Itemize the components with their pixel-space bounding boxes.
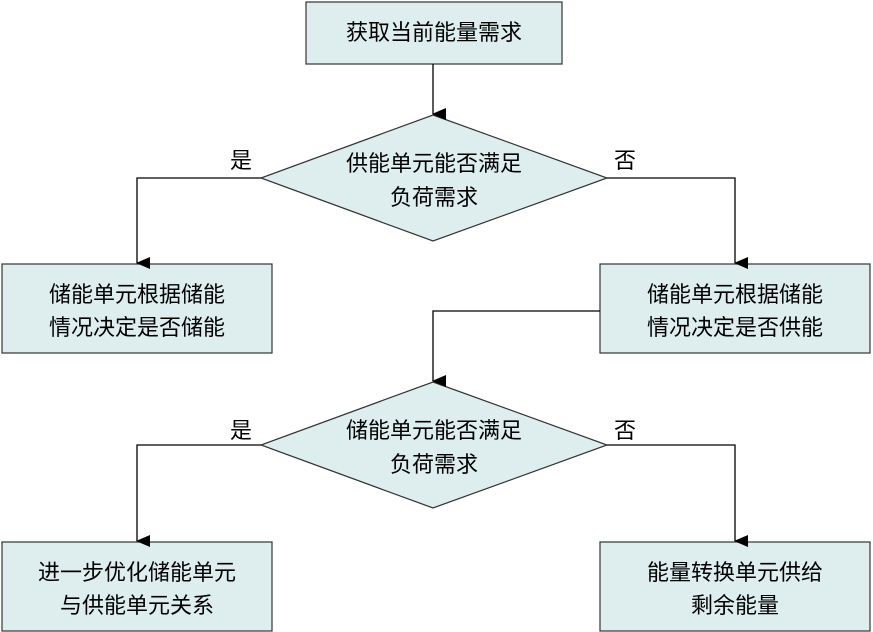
edge-decision1-yes <box>136 177 261 269</box>
node-conversion-supply-line2: 剩余能量 <box>691 594 779 619</box>
decision-supply-meets-load-line2: 负荷需求 <box>390 186 478 211</box>
node-conversion-supply-line1: 能量转换单元供给 <box>647 561 823 586</box>
node-storage-decide-store-line2: 情况决定是否储能 <box>49 316 225 341</box>
branch-label-d1-no: 否 <box>614 149 636 174</box>
branch-label-d2-yes: 是 <box>230 419 252 444</box>
node-storage-decide-supply-line2: 情况决定是否供能 <box>647 316 823 341</box>
edge-decision1-no <box>607 177 748 269</box>
decision-supply-meets-load-line1: 供能单元能否满足 <box>346 152 522 177</box>
node-storage-decide-supply: 储能单元根据储能 情况决定是否供能 <box>599 263 871 354</box>
node-storage-decide-supply-line1: 储能单元根据储能 <box>647 283 823 308</box>
node-conversion-supply: 能量转换单元供给 剩余能量 <box>599 541 871 632</box>
node-optimize-relationship-line1: 进一步优化储能单元 <box>38 561 236 586</box>
branch-label-d1-yes: 是 <box>230 149 252 174</box>
decision-supply-meets-load: 供能单元能否满足 负荷需求 <box>259 114 609 242</box>
decision-storage-meets-load: 储能单元能否满足 负荷需求 <box>259 381 609 509</box>
edge-decision2-no <box>607 444 748 547</box>
node-get-energy-demand-label: 获取当前能量需求 <box>346 21 522 46</box>
node-optimize-relationship-line2: 与供能单元关系 <box>60 594 214 619</box>
edge-decision2-yes <box>136 444 261 547</box>
node-optimize-relationship: 进一步优化储能单元 与供能单元关系 <box>1 541 273 632</box>
decision-storage-meets-load-line2: 负荷需求 <box>390 453 478 478</box>
edge-supply-decide-to-decision2 <box>432 310 600 387</box>
decision-storage-meets-load-line1: 储能单元能否满足 <box>346 419 522 444</box>
node-storage-decide-store-line1: 储能单元根据储能 <box>49 283 225 308</box>
node-get-energy-demand: 获取当前能量需求 <box>305 1 563 65</box>
branch-label-d2-no: 否 <box>614 419 636 444</box>
node-storage-decide-store: 储能单元根据储能 情况决定是否储能 <box>1 263 273 354</box>
